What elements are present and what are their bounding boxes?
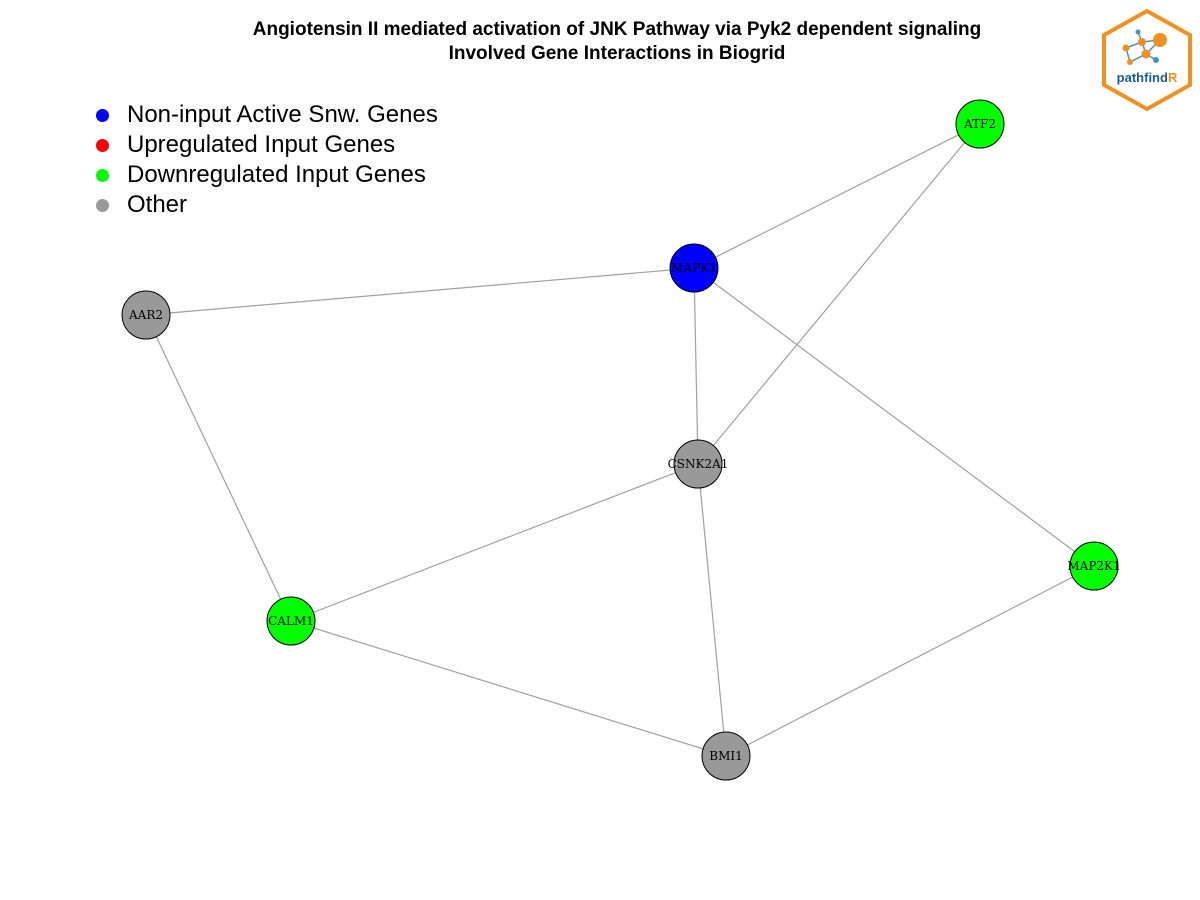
- node-circle: [701, 731, 751, 781]
- pathfindr-logo: pathfindR: [1102, 8, 1192, 112]
- node-circle: [1069, 541, 1119, 591]
- logo-network-icon: [1122, 29, 1167, 65]
- edge-atf2-csnk2a1: [697, 123, 981, 465]
- node-calm1: CALM1: [266, 596, 316, 646]
- node-atf2: ATF2: [955, 99, 1005, 149]
- node-csnk2a1: CSNK2A1: [668, 439, 729, 489]
- node-map2k1: MAP2K1: [1067, 541, 1121, 591]
- logo-text: pathfindR: [1117, 70, 1178, 85]
- edge-csnk2a1-calm1: [290, 463, 699, 622]
- node-label: ATF2: [963, 117, 996, 131]
- title-line-2: Involved Gene Interactions in Biogrid: [448, 43, 786, 64]
- legend-dot-icon: [96, 138, 109, 152]
- legend-item-non-input-active: Non-input Active Snw. Genes: [96, 100, 438, 130]
- legend-dot-icon: [96, 108, 109, 122]
- legend-dot-icon: [96, 168, 109, 182]
- node-label: BMI1: [709, 749, 742, 763]
- title-line-1: Angiotensin II mediated activation of JN…: [252, 19, 982, 40]
- chart-title: Angiotensin II mediated activation of JN…: [0, 18, 1200, 66]
- legend-item-other: Other: [96, 190, 438, 220]
- node-circle: [669, 243, 719, 293]
- legend-label: Other: [127, 191, 188, 218]
- node-mapk1: MAPK1: [669, 243, 719, 293]
- edge-map2k1-bmi1: [725, 565, 1095, 757]
- legend-label: Non-input Active Snw. Genes: [127, 101, 438, 128]
- legend: Non-input Active Snw. Genes Upregulated …: [96, 100, 438, 220]
- legend-label: Downregulated Input Genes: [127, 161, 426, 188]
- node-label: CSNK2A1: [668, 457, 729, 471]
- node-circle: [673, 439, 723, 489]
- edges-layer: [145, 123, 1095, 757]
- edge-aar2-calm1: [145, 314, 292, 622]
- legend-item-upregulated: Upregulated Input Genes: [96, 130, 438, 160]
- edge-mapk1-map2k1: [693, 267, 1095, 567]
- edge-mapk1-csnk2a1: [693, 267, 699, 465]
- legend-dot-icon: [96, 198, 109, 212]
- edge-atf2-mapk1: [693, 123, 981, 269]
- node-aar2: AAR2: [121, 290, 171, 340]
- node-bmi1: BMI1: [701, 731, 751, 781]
- node-label: CALM1: [268, 614, 314, 628]
- node-label: AAR2: [128, 308, 163, 322]
- edge-csnk2a1-bmi1: [697, 463, 727, 757]
- node-circle: [955, 99, 1005, 149]
- node-circle: [121, 290, 171, 340]
- legend-item-downregulated: Downregulated Input Genes: [96, 160, 438, 190]
- node-label: MAPK1: [671, 261, 717, 275]
- logo-hexagon: [1102, 8, 1192, 112]
- legend-label: Upregulated Input Genes: [127, 131, 396, 158]
- node-label: MAP2K1: [1067, 559, 1120, 573]
- node-circle: [266, 596, 316, 646]
- edge-mapk1-aar2: [145, 267, 695, 316]
- edge-calm1-bmi1: [290, 620, 727, 757]
